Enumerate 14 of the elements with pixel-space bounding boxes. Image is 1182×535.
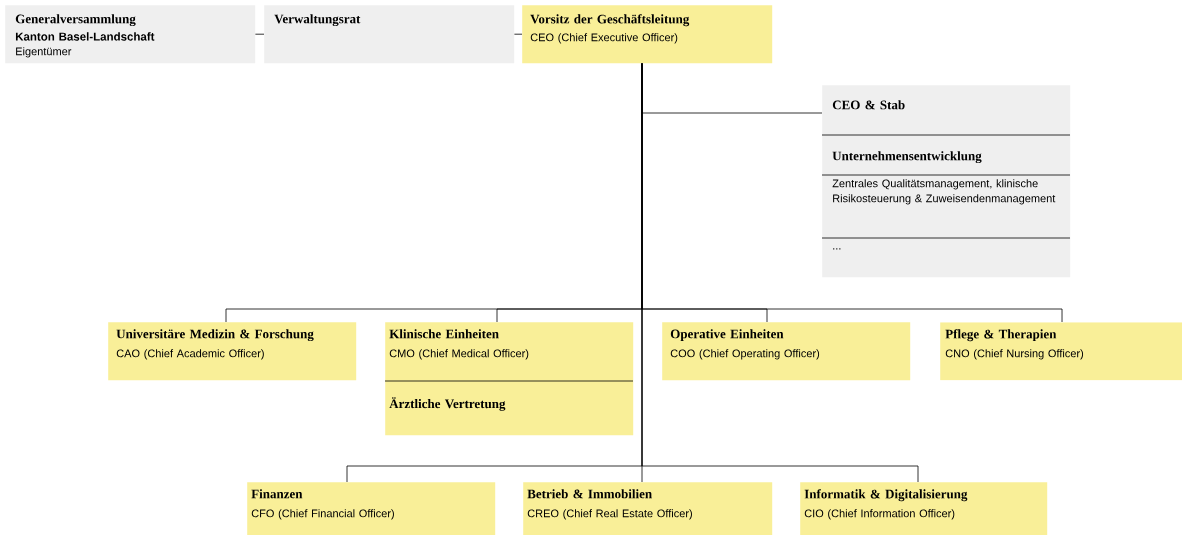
org-box: Betrieb & Immobilien CREO (Chief Real Estate Officer) [523, 482, 773, 535]
org-box: Klinische Einheiten CMO (Chief Medical Officer) Ärztliche Vertretung [384, 322, 634, 436]
org-box: Universitäre Medizin & Forschung CAO (Chief Academic Officer) [108, 322, 357, 381]
connector-line [641, 63, 919, 483]
org-box: CEO & Stab Unternehmensentwicklung Zentrales Qualitätsmanagement, klinische Risikosteuerung & Zuweisendenmanagement ... [821, 85, 1071, 278]
connector-line [514, 33, 523, 35]
org-box: Vorsitz der Geschäftsleitung CEO (Chief Executive Officer) [522, 5, 773, 64]
org-box: Finanzen CFO (Chief Financial Officer) [247, 482, 496, 535]
org-box: Informatik & Digitalisierung CIO (Chief Information Officer) [800, 482, 1048, 535]
org-box: Generalversammlung Kanton Basel-Landschaft Eigentümer [5, 5, 256, 64]
org-box: Operative Einheiten COO (Chief Operating Officer) [662, 322, 911, 381]
org-box: Pflege & Therapien CNO (Chief Nursing Officer) [940, 322, 1182, 381]
connector-line [255, 33, 265, 35]
org-box: Verwaltungsrat [264, 5, 515, 64]
